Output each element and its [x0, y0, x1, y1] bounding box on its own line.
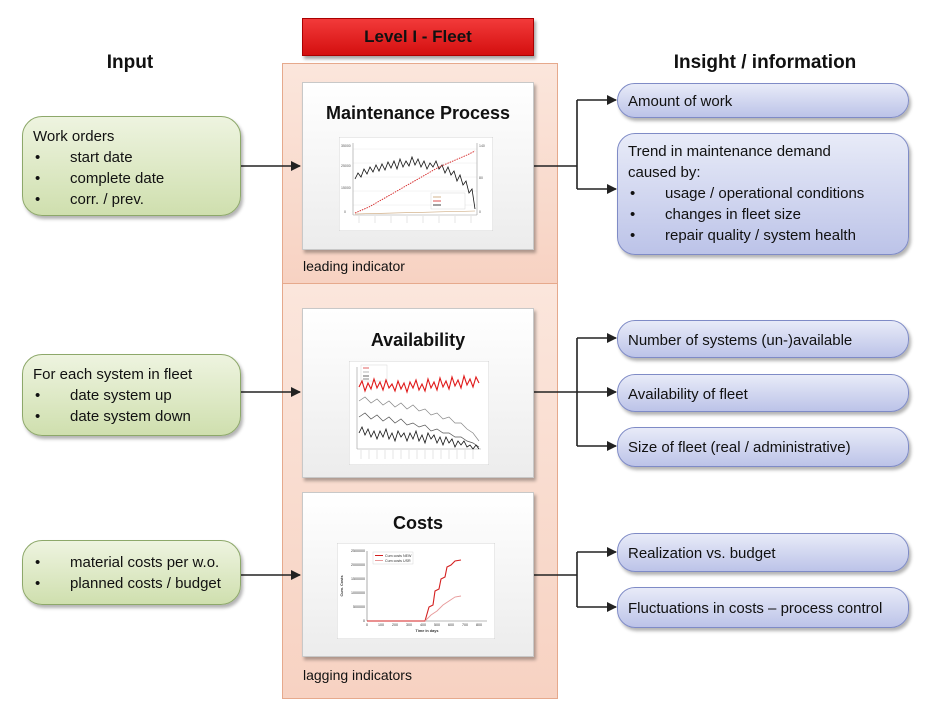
costs-x-tick-label: 500: [434, 623, 440, 627]
systems-available-output: Number of systems (un-)available: [617, 320, 909, 358]
costs-x-tick-label: 600: [448, 623, 454, 627]
costs-x-tick-label: 200: [392, 623, 398, 627]
costs-x-tick-label: 800: [476, 623, 482, 627]
list-item: repair quality / system health: [628, 225, 898, 246]
costs-y-axis-label: Cum. Costs: [340, 575, 344, 596]
fleet-availability-output: Availability of fleet: [617, 374, 909, 412]
costs-y-tick-label: 1000000: [351, 591, 365, 595]
fleet-availability-text: Availability of fleet: [628, 386, 748, 403]
fluctuations-text: Fluctuations in costs – process control: [628, 600, 883, 617]
lagging-indicators-label: lagging indicators: [303, 667, 412, 683]
list-item: planned costs / budget: [33, 573, 230, 594]
costs-series-usr-line: [424, 595, 462, 622]
work-orders-title: Work orders: [33, 128, 115, 145]
costs-title: Costs: [392, 513, 443, 533]
level-banner: Level I - Fleet: [302, 18, 534, 56]
costs-x-tick-label: 100: [378, 623, 384, 627]
list-item: material costs per w.o.: [33, 552, 230, 573]
list-item: date system down: [33, 406, 230, 427]
amount-of-work-text: Amount of work: [628, 93, 733, 110]
work-orders-input: Work orders start date complete date cor…: [22, 116, 241, 216]
maintenance-mini-chart: 35000 25000 15000 0 140 80 0: [339, 137, 493, 231]
trend-output: Trend in maintenance demand caused by: u…: [617, 133, 909, 255]
list-item: complete date: [33, 168, 230, 189]
costs-y-tick-label: 0: [363, 619, 365, 623]
trend-title: Trend in maintenance demand: [628, 143, 831, 160]
trend-subtitle: caused by:: [628, 164, 701, 181]
realization-text: Realization vs. budget: [628, 545, 776, 562]
svg-text:80: 80: [479, 176, 483, 180]
list-item: changes in fleet size: [628, 204, 898, 225]
costs-x-tick-label: 0: [366, 623, 368, 627]
costs-x-tick-label: 300: [406, 623, 412, 627]
svg-text:0: 0: [344, 210, 346, 214]
svg-text:35000: 35000: [341, 144, 351, 148]
availability-card: Availability: [302, 308, 534, 478]
costs-x-axis-label: Time in days: [416, 629, 439, 633]
costs-input: material costs per w.o. planned costs / …: [22, 540, 241, 605]
costs-y-tick-label: 1500000: [351, 577, 365, 581]
maintenance-process-card: Maintenance Process 35000 25000 15000 0 140…: [302, 82, 534, 250]
realization-output: Realization vs. budget: [617, 533, 909, 572]
list-item: usage / operational conditions: [628, 183, 898, 204]
input-heading: Input: [106, 52, 154, 73]
costs-y-tick-label: 2500000: [351, 549, 365, 553]
list-item: start date: [33, 147, 230, 168]
fluctuations-output: Fluctuations in costs – process control: [617, 587, 909, 628]
svg-text:25000: 25000: [341, 164, 351, 168]
list-item: corr. / prev.: [33, 189, 230, 210]
svg-text:0: 0: [479, 210, 481, 214]
maintenance-process-title: Maintenance Process: [325, 103, 511, 123]
availability-title: Availability: [370, 330, 466, 350]
leading-indicator-label: leading indicator: [303, 258, 405, 274]
list-item: date system up: [33, 385, 230, 406]
fleet-size-text: Size of fleet (real / administrative): [628, 439, 851, 456]
costs-y-tick-label: 2000000: [351, 563, 365, 567]
svg-text:15000: 15000: [341, 186, 351, 190]
costs-x-tick-label: 400: [420, 623, 426, 627]
costs-legend-new-label: Cum costs NEW: [385, 554, 412, 558]
costs-x-tick-label: 700: [462, 623, 468, 627]
systems-title: For each system in fleet: [33, 366, 193, 383]
systems-available-text: Number of systems (un-)available: [628, 332, 853, 349]
svg-text:140: 140: [479, 144, 485, 148]
costs-legend-usr-label: Cum costs USR: [385, 559, 411, 563]
costs-series-new-line: [367, 559, 462, 622]
availability-mini-chart: [349, 361, 489, 465]
insight-heading: Insight / information: [673, 52, 857, 73]
costs-mini-chart: 2500000 2000000 1500000 1000000 500000 00 100 2…: [337, 543, 495, 639]
systems-input: For each system in fleet date system up …: [22, 354, 241, 436]
amount-of-work-output: Amount of work: [617, 83, 909, 118]
costs-y-tick-label: 500000: [353, 605, 365, 609]
fleet-size-output: Size of fleet (real / administrative): [617, 427, 909, 467]
costs-card: Costs 2500000 2000000 1500000 1000000 500000…: [302, 492, 534, 657]
